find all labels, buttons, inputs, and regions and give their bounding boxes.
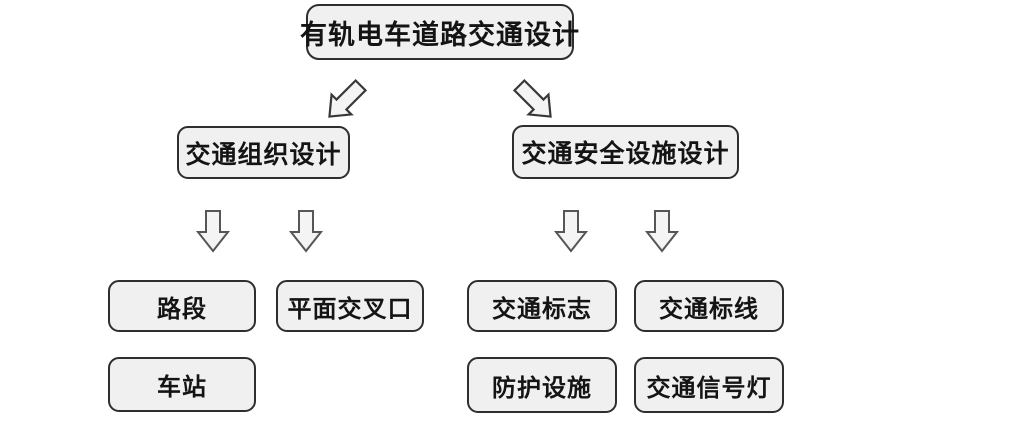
node-traffic-signal-lights: 交通信号灯 xyxy=(634,357,784,413)
node-traffic-organization-design: 交通组织设计 xyxy=(177,126,350,179)
node-station: 车站 xyxy=(108,357,256,412)
node-road-section: 路段 xyxy=(108,280,256,332)
arrow-down-icon xyxy=(195,210,231,253)
arrow-down-icon xyxy=(553,210,589,253)
node-tram-road-traffic-design: 有轨电车道路交通设计 xyxy=(300,4,579,60)
arrow-down-left-icon xyxy=(328,78,368,118)
node-at-grade-intersection: 平面交叉口 xyxy=(276,280,424,332)
node-protective-facilities: 防护设施 xyxy=(467,357,617,413)
node-traffic-markings: 交通标线 xyxy=(634,280,784,332)
arrow-down-right-icon xyxy=(512,78,552,118)
node-traffic-signs: 交通标志 xyxy=(467,280,617,332)
arrow-down-icon xyxy=(644,210,680,253)
node-traffic-safety-facilities-design: 交通安全设施设计 xyxy=(512,125,739,179)
arrow-down-icon xyxy=(288,210,324,253)
